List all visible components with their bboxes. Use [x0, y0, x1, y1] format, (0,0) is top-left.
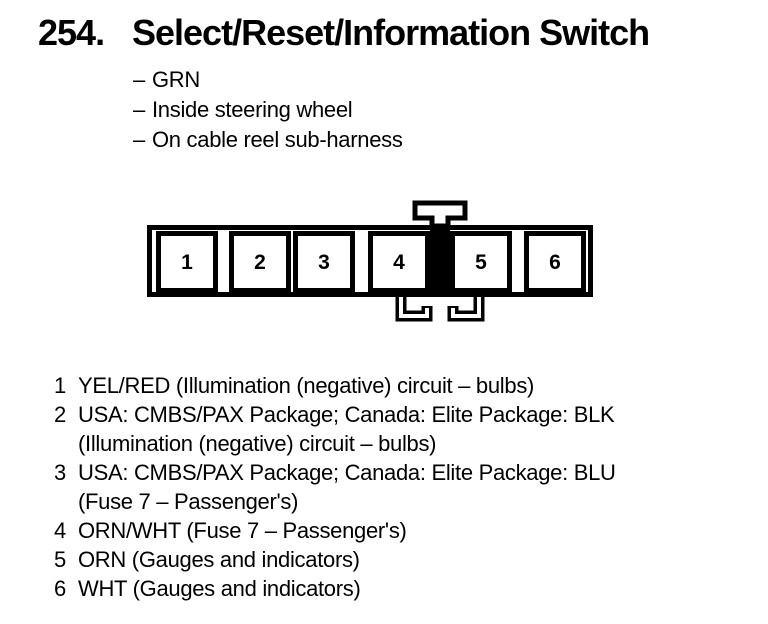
pin-number: 5 [54, 547, 67, 572]
connector-cavity-6 [524, 231, 586, 293]
attribute-item: –On cable reel sub-harness [133, 125, 403, 155]
cavity-number-6: 6 [549, 251, 561, 274]
attribute-text: Inside steering wheel [152, 97, 353, 122]
connector-cavity-3 [293, 231, 355, 293]
pin-text: YEL/RED (Illumination (negative) circuit… [78, 373, 535, 398]
connector-cavity-1 [156, 231, 218, 293]
cavity-number-2: 2 [254, 251, 266, 274]
pin-row: 4 ORN/WHT (Fuse 7 – Passenger's) [0, 516, 740, 545]
attribute-text: On cable reel sub-harness [152, 127, 403, 152]
pin-row: 3 USA: CMBS/PAX Package; Canada: Elite P… [0, 458, 740, 516]
pin-text: ORN/WHT (Fuse 7 – Passenger's) [78, 518, 407, 543]
pin-row: 2 USA: CMBS/PAX Package; Canada: Elite P… [0, 400, 740, 458]
connector-cavity-5 [450, 231, 512, 293]
dash-bullet: – [133, 97, 145, 122]
section-number: 254. [38, 12, 105, 53]
pin-row: 1 YEL/RED (Illumination (negative) circu… [0, 371, 740, 400]
pin-text-continued: (Illumination (negative) circuit – bulbs… [78, 431, 437, 456]
page-title: Select/Reset/Information Switch [132, 12, 650, 53]
pin-text: ORN (Gauges and indicators) [78, 547, 360, 572]
connector-clip-right [447, 292, 485, 322]
pin-text: WHT (Gauges and indicators) [78, 576, 361, 601]
connector-clip-left [395, 292, 433, 322]
connector-keyway-block [430, 225, 450, 297]
pin-number: 2 [54, 402, 67, 427]
attribute-list: –GRN –Inside steering wheel –On cable re… [133, 65, 403, 155]
pin-text: USA: CMBS/PAX Package; Canada: Elite Pac… [78, 402, 615, 427]
attribute-text: GRN [152, 67, 200, 92]
attribute-item: –Inside steering wheel [133, 95, 403, 125]
pin-text-continued: (Fuse 7 – Passenger's) [78, 489, 299, 514]
cavity-number-3: 3 [318, 251, 330, 274]
pin-text: USA: CMBS/PAX Package; Canada: Elite Pac… [78, 460, 616, 485]
pin-row: 6 WHT (Gauges and indicators) [0, 574, 740, 603]
cavity-number-1: 1 [181, 251, 193, 274]
pin-list: 1 YEL/RED (Illumination (negative) circu… [0, 371, 740, 603]
pin-number: 6 [54, 576, 67, 601]
pin-number: 4 [54, 518, 67, 543]
connector-lock-tab [412, 200, 468, 229]
dash-bullet: – [133, 67, 145, 92]
cavity-number-4: 4 [393, 251, 405, 274]
pin-number: 3 [54, 460, 67, 485]
attribute-item: –GRN [133, 65, 403, 95]
pin-row: 5 ORN (Gauges and indicators) [0, 545, 740, 574]
dash-bullet: – [133, 127, 145, 152]
pin-number: 1 [54, 373, 67, 398]
connector-cavity-2 [229, 231, 291, 293]
connector-cavity-4 [368, 231, 430, 293]
cavity-number-5: 5 [475, 251, 487, 274]
